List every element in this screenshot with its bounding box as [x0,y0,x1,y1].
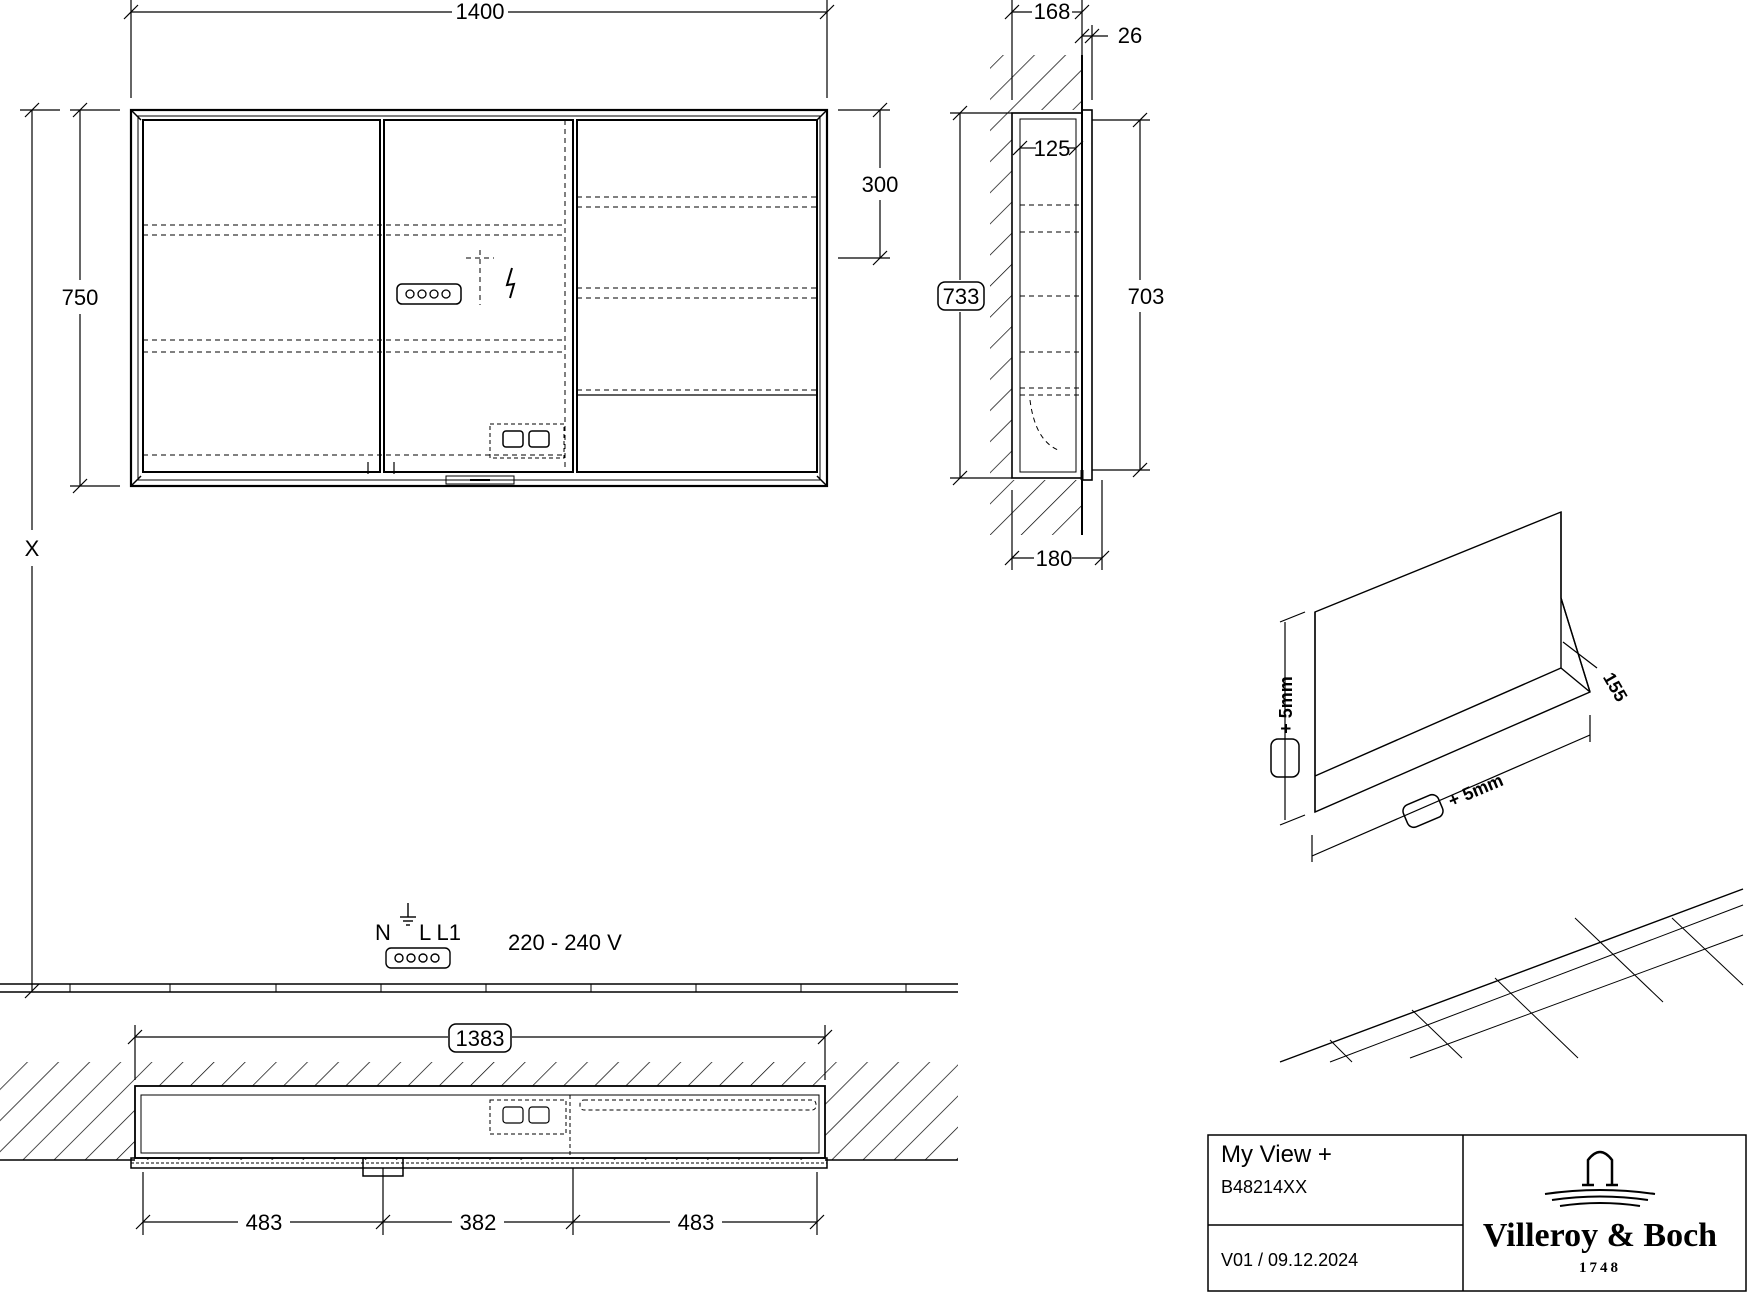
recess-opening [1314,510,1591,814]
side-height-dimension: 733 [943,284,980,309]
side-inner-height-dimension: 703 [1128,284,1165,309]
center-door [383,119,574,473]
plan-center-door-dimension: 382 [460,1210,497,1235]
electric-hazard-icon [505,267,516,299]
side-view-dimensions [937,0,1150,570]
plan-view-dimensions [127,1023,833,1235]
terminal-labels: N [375,920,391,945]
electrical-connection [385,903,451,969]
brand-year: 1748 [1579,1260,1621,1276]
title-block [1207,1134,1747,1292]
brand-name: Villeroy & Boch [1483,1217,1717,1254]
left-door [142,119,381,473]
floor-distance-dimension: X [25,536,40,561]
floor-line [0,983,958,993]
shelf-lines [143,120,817,472]
article-number: B48214XX [1221,1177,1307,1197]
recess-width-tolerance: + 5mm [1445,770,1506,811]
plan-view [0,1062,958,1235]
plan-right-door-dimension: 483 [678,1210,715,1235]
side-inner-depth-dimension: 125 [1034,136,1071,161]
side-view [990,55,1093,535]
recess-depth-dimension: 155 [1599,669,1631,705]
brand-logo-icon [1544,1150,1656,1207]
side-total-depth-dimension: 180 [1036,546,1073,571]
recess-view [1270,510,1598,862]
plan-left-door-dimension: 483 [246,1210,283,1235]
plan-inner-width-dimension: 1383 [456,1026,505,1051]
width-dimension: 1400 [456,0,505,24]
voltage-label: 220 - 240 V [508,930,622,955]
side-depth-dimension: 168 [1034,0,1071,24]
side-door [1081,109,1093,481]
recess-height-tolerance: + 5mm [1276,676,1296,734]
height-dimension: 750 [62,285,99,310]
outlet-icon [502,430,524,448]
front-view [129,108,829,488]
product-name: My View + [1221,1141,1332,1168]
terminal-labels-l: L L1 [419,920,461,945]
version-label: V01 / 09.12.2024 [1221,1250,1358,1270]
right-door [576,119,818,473]
side-frame-dimension: 26 [1118,23,1142,48]
cabinet-outer-frame [129,108,829,488]
socket-module-icon [396,283,462,305]
front-view-dimensions [20,0,890,999]
terminal-block-icon [385,947,451,969]
floor-tiles [1279,888,1744,1063]
top-offset-dimension: 300 [862,172,899,197]
